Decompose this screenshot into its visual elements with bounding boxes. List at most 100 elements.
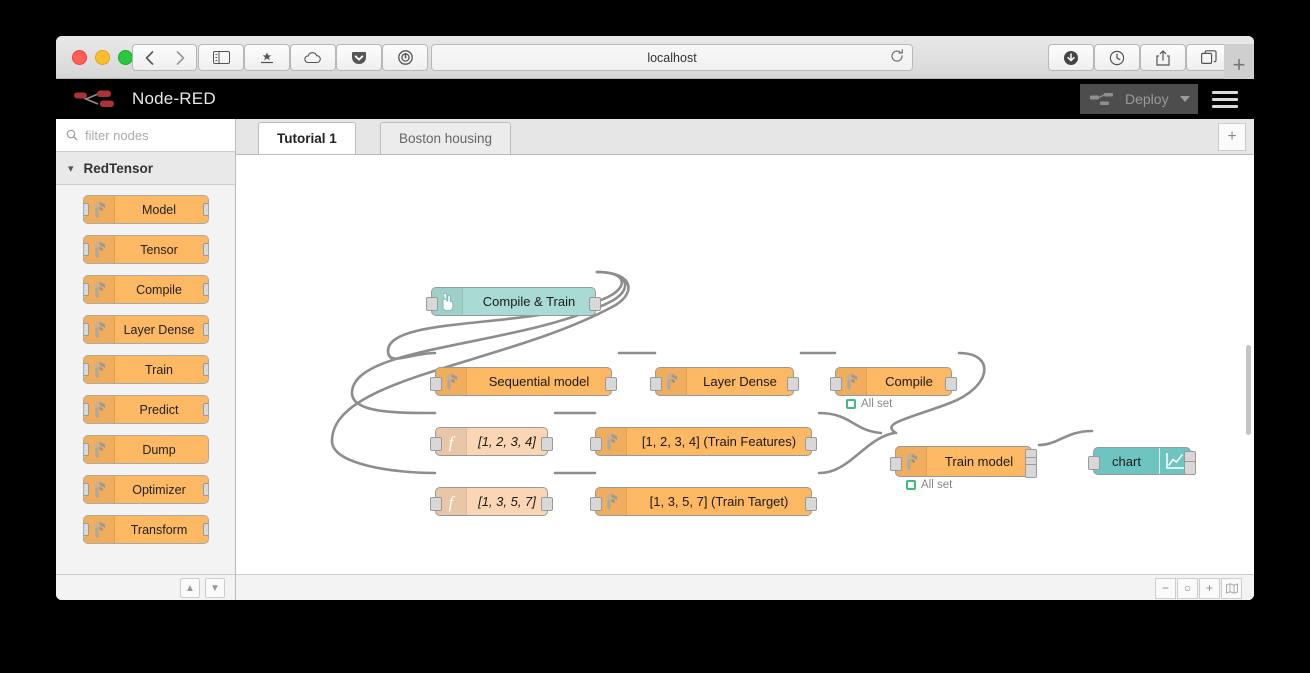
flow-node-fn2[interactable]: f [1, 3, 5, 7] — [430, 487, 553, 516]
palette-node-train[interactable]: Train — [82, 355, 209, 384]
node-output-port[interactable] — [202, 483, 208, 496]
node-input-port[interactable] — [830, 376, 842, 391]
history-clock-icon[interactable] — [1094, 44, 1140, 71]
node-label: chart — [1112, 453, 1141, 469]
hamburger-menu-icon[interactable] — [1212, 91, 1238, 108]
flow-node-inject[interactable]: Compile & Train — [426, 287, 601, 316]
node-output-port[interactable] — [202, 523, 208, 536]
zoom-reset-button[interactable]: ○ — [1177, 577, 1198, 599]
bookmarks-star-icon[interactable] — [244, 44, 290, 71]
navigator-button[interactable] — [1221, 577, 1242, 599]
pocket-icon[interactable] — [336, 44, 382, 71]
palette-node-layer-dense[interactable]: Layer Dense — [82, 315, 209, 344]
flow-tab-boston-housing[interactable]: Boston housing — [380, 122, 512, 154]
palette-node-transform[interactable]: Transform — [82, 515, 209, 544]
node-input-port[interactable] — [430, 436, 442, 451]
flow-node-fn1[interactable]: f[1, 2, 3, 4] — [430, 427, 553, 456]
palette-node-tensor[interactable]: Tensor — [82, 235, 209, 264]
palette-footer: ▲ ▼ — [56, 574, 235, 600]
node-output-port[interactable] — [787, 376, 799, 391]
node-input-port[interactable] — [83, 523, 89, 536]
maximize-window-button[interactable] — [118, 50, 133, 65]
1password-icon[interactable] — [382, 44, 428, 71]
node-input-port[interactable] — [890, 456, 902, 471]
reload-icon[interactable] — [890, 49, 904, 68]
node-input-port[interactable] — [83, 323, 89, 336]
node-output-port[interactable] — [805, 436, 817, 451]
flow-node-targ[interactable]: [1, 3, 5, 7] (Train Target) — [590, 487, 817, 516]
add-flow-tab-button[interactable]: + — [1218, 123, 1246, 151]
flow-node-seq[interactable]: Sequential model — [430, 367, 617, 396]
palette-node-compile[interactable]: Compile — [82, 275, 209, 304]
node-output-port[interactable] — [202, 243, 208, 256]
node-input-port[interactable] — [650, 376, 662, 391]
sidebar-toggle-button[interactable] — [198, 44, 244, 71]
flow-editor: + Tutorial 1 Boston housing — [236, 119, 1254, 600]
deploy-label: Deploy — [1125, 91, 1169, 107]
node-output-port[interactable] — [805, 496, 817, 511]
palette-search[interactable]: filter nodes — [56, 119, 235, 152]
node-body: [1, 3, 5, 7] (Train Target) — [596, 488, 811, 515]
forward-button[interactable] — [164, 44, 197, 71]
palette-node-predict[interactable]: Predict — [82, 395, 209, 424]
node-output-port[interactable] — [945, 376, 957, 391]
node-input-port[interactable] — [430, 376, 442, 391]
node-input-port[interactable] — [590, 436, 602, 451]
url-text: localhost — [647, 50, 697, 65]
back-button[interactable] — [132, 44, 166, 71]
deploy-button[interactable]: Deploy — [1080, 84, 1198, 114]
node-icon: f — [436, 488, 467, 515]
flow-node-feat[interactable]: [1, 2, 3, 4] (Train Features) — [590, 427, 817, 456]
palette-node-label: Tensor — [140, 242, 178, 257]
node-input-port[interactable] — [83, 403, 89, 416]
palette-node-optimizer[interactable]: Optimizer — [82, 475, 209, 504]
flow-node-chart[interactable]: chart — [1088, 447, 1196, 475]
node-input-port[interactable] — [83, 203, 89, 216]
zoom-in-button[interactable]: + — [1199, 577, 1220, 599]
node-output-port[interactable] — [541, 496, 553, 511]
close-window-button[interactable] — [72, 50, 87, 65]
node-input-port[interactable] — [590, 496, 602, 511]
node-output-port[interactable] — [589, 296, 601, 311]
flow-tab-tutorial-1[interactable]: Tutorial 1 — [258, 122, 356, 154]
node-output-port[interactable] — [202, 203, 208, 216]
palette-node-model[interactable]: Model — [82, 195, 209, 224]
flow-node-dense[interactable]: Layer Dense — [650, 367, 799, 396]
address-bar[interactable]: localhost — [431, 44, 913, 71]
node-input-port[interactable] — [83, 443, 89, 456]
palette-node-label: Dump — [142, 442, 176, 457]
collapse-all-icon[interactable]: ▲ — [180, 578, 200, 598]
node-label: [1, 3, 5, 7] — [478, 494, 536, 509]
node-output-port[interactable] — [202, 363, 208, 376]
node-output-port[interactable] — [202, 403, 208, 416]
node-input-port[interactable] — [83, 243, 89, 256]
minimize-window-button[interactable] — [95, 50, 110, 65]
node-input-port[interactable] — [1088, 456, 1100, 470]
node-input-port[interactable] — [83, 283, 89, 296]
node-input-port[interactable] — [83, 363, 89, 376]
chevron-down-icon[interactable] — [1179, 96, 1190, 102]
node-output-port[interactable] — [1025, 464, 1037, 479]
node-input-port[interactable] — [430, 496, 442, 511]
node-output-port[interactable] — [202, 283, 208, 296]
node-output-port[interactable] — [1184, 460, 1196, 475]
node-input-port[interactable] — [426, 296, 438, 311]
share-icon[interactable] — [1140, 44, 1186, 71]
zoom-out-button[interactable]: − — [1155, 577, 1176, 599]
canvas-scrollbar[interactable] — [1246, 345, 1251, 435]
node-output-port[interactable] — [202, 323, 208, 336]
node-label: Compile & Train — [482, 294, 576, 309]
palette-category-redtensor[interactable]: ▾ RedTensor — [56, 152, 235, 185]
node-output-port[interactable] — [605, 376, 617, 391]
expand-all-icon[interactable]: ▼ — [205, 578, 225, 598]
palette-node-dump[interactable]: Dump — [82, 435, 209, 464]
icloud-icon[interactable] — [290, 44, 336, 71]
downloads-icon[interactable] — [1048, 44, 1094, 71]
palette-node-label: Layer Dense — [123, 322, 195, 337]
node-output-port[interactable] — [541, 436, 553, 451]
node-input-port[interactable] — [83, 483, 89, 496]
